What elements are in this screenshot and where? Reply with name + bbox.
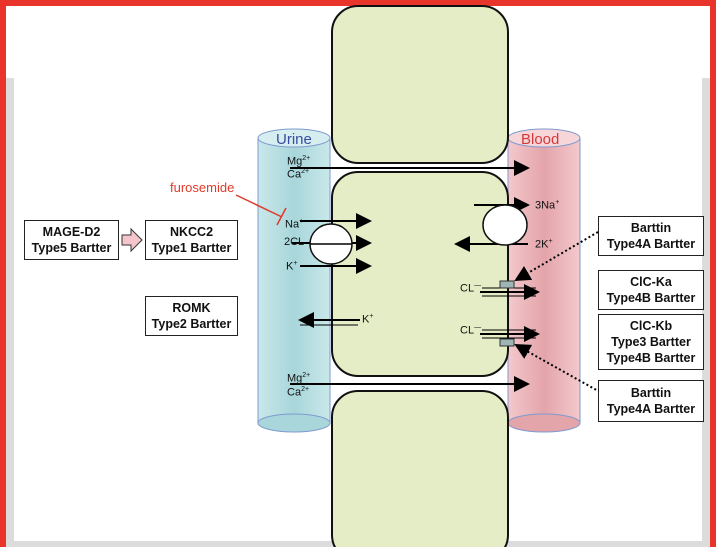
mage-to-nkcc2-arrow xyxy=(121,227,143,253)
clckb-type3: Type3 Bartter xyxy=(611,335,691,349)
mage-d2-title: MAGE-D2 xyxy=(42,225,101,239)
mg-bottom-label: Mg2+ xyxy=(287,372,311,385)
cell-bottom xyxy=(331,390,509,547)
cl-a-label: CL— xyxy=(460,282,482,295)
na-k-pump xyxy=(482,204,528,246)
cell-middle xyxy=(331,171,509,377)
romk-type: Type2 Bartter xyxy=(151,317,232,331)
barttin-top-title: Barttin xyxy=(630,221,672,235)
barttin-bottom-box: Barttin Type4A Bartter xyxy=(598,380,704,422)
blood-label: Blood xyxy=(521,131,560,148)
cl2-label: 2CL xyxy=(284,236,305,248)
furosemide-inhibitor xyxy=(235,194,283,218)
clcka-title: ClC-Ka xyxy=(630,275,672,289)
barttin-bottom-marker xyxy=(499,338,515,347)
clckb-type4b: Type4B Bartter xyxy=(606,351,696,365)
romk-title: ROMK xyxy=(172,301,211,315)
barttin-bottom-type: Type4A Bartter xyxy=(606,402,696,416)
ca-bottom-label: Ca2+ xyxy=(287,386,310,399)
romk-box: ROMK Type2 Bartter xyxy=(145,296,238,336)
k2-label: 2K+ xyxy=(535,238,553,251)
k-romk-label: K+ xyxy=(362,313,374,326)
nkcc2-box: NKCC2 Type1 Bartter xyxy=(145,220,238,260)
na-label: Na+ xyxy=(285,218,304,231)
nkcc2-title: NKCC2 xyxy=(169,225,214,239)
nkcc2-type: Type1 Bartter xyxy=(151,241,232,255)
barttin-top-box: Barttin Type4A Bartter xyxy=(598,216,704,256)
barttin-top-marker xyxy=(499,280,515,289)
barttin-top-type: Type4A Bartter xyxy=(606,237,696,251)
na3-label: 3Na+ xyxy=(535,199,560,212)
clcka-box: ClC-Ka Type4B Bartter xyxy=(598,270,704,310)
k-label: K+ xyxy=(286,260,298,273)
mage-d2-box: MAGE-D2 Type5 Bartter xyxy=(24,220,119,260)
cl-b-label: CL— xyxy=(460,324,482,337)
cell-top xyxy=(331,5,509,164)
barttin-bottom-title: Barttin xyxy=(630,386,672,400)
blood-tube xyxy=(507,128,581,433)
ca-top-label: Ca2+ xyxy=(287,168,310,181)
clckb-box: ClC-Kb Type3 Bartter Type4B Bartter xyxy=(598,314,704,370)
furosemide-label: furosemide xyxy=(170,180,235,195)
urine-label: Urine xyxy=(276,131,312,148)
urine-tube xyxy=(257,128,331,433)
mage-d2-type: Type5 Bartter xyxy=(31,241,112,255)
mg-top-label: Mg2+ xyxy=(287,155,311,168)
clckb-title: ClC-Kb xyxy=(629,319,673,333)
clcka-type: Type4B Bartter xyxy=(606,291,696,305)
